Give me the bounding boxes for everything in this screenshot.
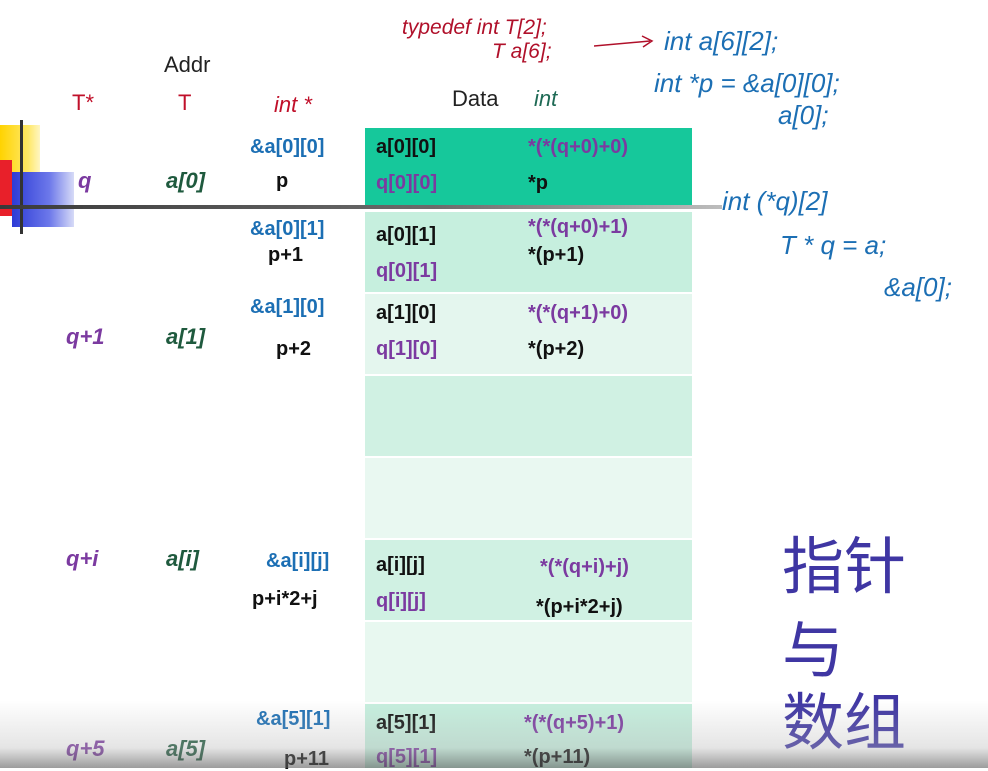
code-decl-p-alt: a[0]; (778, 100, 829, 130)
header-data: Data (452, 86, 499, 111)
header-int: int (534, 86, 558, 111)
row-expr2: *(p+2) (528, 338, 585, 360)
typedef-line: typedef int T[2]; (402, 16, 547, 39)
row-tptr: q+i (66, 546, 99, 571)
row-expr1: *(*(q+0)+0) (528, 136, 629, 158)
row-t: a[0] (166, 168, 206, 193)
row-expr2: *p (528, 172, 548, 194)
divider-line (0, 205, 722, 209)
row-tptr: q (78, 168, 92, 193)
code-assign-q: T * q = a; (780, 230, 887, 260)
row-t: a[5] (166, 736, 206, 761)
row-data2: q[0][0] (376, 172, 438, 194)
code-assign-q-alt: &a[0]; (884, 272, 952, 302)
code-decl-a: int a[6][2]; (664, 26, 779, 56)
logo-vertical-line (20, 120, 23, 234)
row-data1: a[i][j] (376, 554, 425, 576)
row-data2: q[0][1] (376, 260, 438, 282)
row-data1: a[1][0] (376, 302, 437, 324)
row-tptr: q+1 (66, 324, 105, 349)
memory-cell (365, 540, 692, 620)
row-expr2: *(p+11) (524, 746, 591, 768)
header-t: T (178, 90, 192, 115)
row-addr: &a[0][0] (250, 136, 325, 158)
row-data1: a[5][1] (376, 712, 437, 734)
typedef-array-line: T a[6]; (492, 40, 552, 63)
arrow-icon (594, 35, 654, 48)
row-data2: q[5][1] (376, 746, 438, 768)
row-expr2: *(p+i*2+j) (536, 596, 623, 618)
row-ptr: p+1 (268, 244, 304, 266)
row-data2: q[1][0] (376, 338, 438, 360)
memory-cell (365, 458, 692, 538)
row-data1: a[0][0] (376, 136, 437, 158)
row-t: a[i] (166, 546, 199, 571)
row-data2: q[i][j] (376, 590, 426, 612)
row-expr1: *(*(q+0)+1) (528, 216, 629, 238)
row-addr: &a[1][0] (250, 296, 325, 318)
title-line-3: 数组 (782, 689, 907, 758)
title-line-2: 与 (782, 617, 845, 686)
row-t: a[1] (166, 324, 206, 349)
memory-cell (365, 376, 692, 456)
row-ptr: p (276, 170, 289, 192)
row-expr2: *(p+1) (528, 244, 585, 266)
row-addr: &a[i][j] (266, 550, 330, 572)
memory-cell (365, 294, 692, 374)
row-tptr: q+5 (66, 736, 105, 761)
title-line-1: 指针 (782, 533, 907, 602)
row-ptr: p+i*2+j (252, 588, 318, 610)
row-addr: &a[5][1] (256, 708, 331, 730)
logo-block-red (0, 160, 12, 216)
header-t-ptr: T* (72, 90, 94, 115)
row-expr1: *(*(q+i)+j) (540, 556, 629, 578)
memory-cell (365, 622, 692, 702)
memory-cell (365, 212, 692, 292)
row-data1: a[0][1] (376, 224, 437, 246)
header-int-ptr: int * (274, 92, 312, 117)
code-decl-p: int *p = &a[0][0]; (654, 68, 840, 98)
row-expr1: *(*(q+5)+1) (524, 712, 625, 734)
code-decl-q: int (*q)[2] (722, 186, 828, 216)
row-expr1: *(*(q+1)+0) (528, 302, 629, 324)
header-addr: Addr (164, 52, 211, 77)
row-addr: &a[0][1] (250, 218, 325, 240)
memory-cell (365, 128, 692, 208)
row-ptr: p+2 (276, 338, 312, 360)
